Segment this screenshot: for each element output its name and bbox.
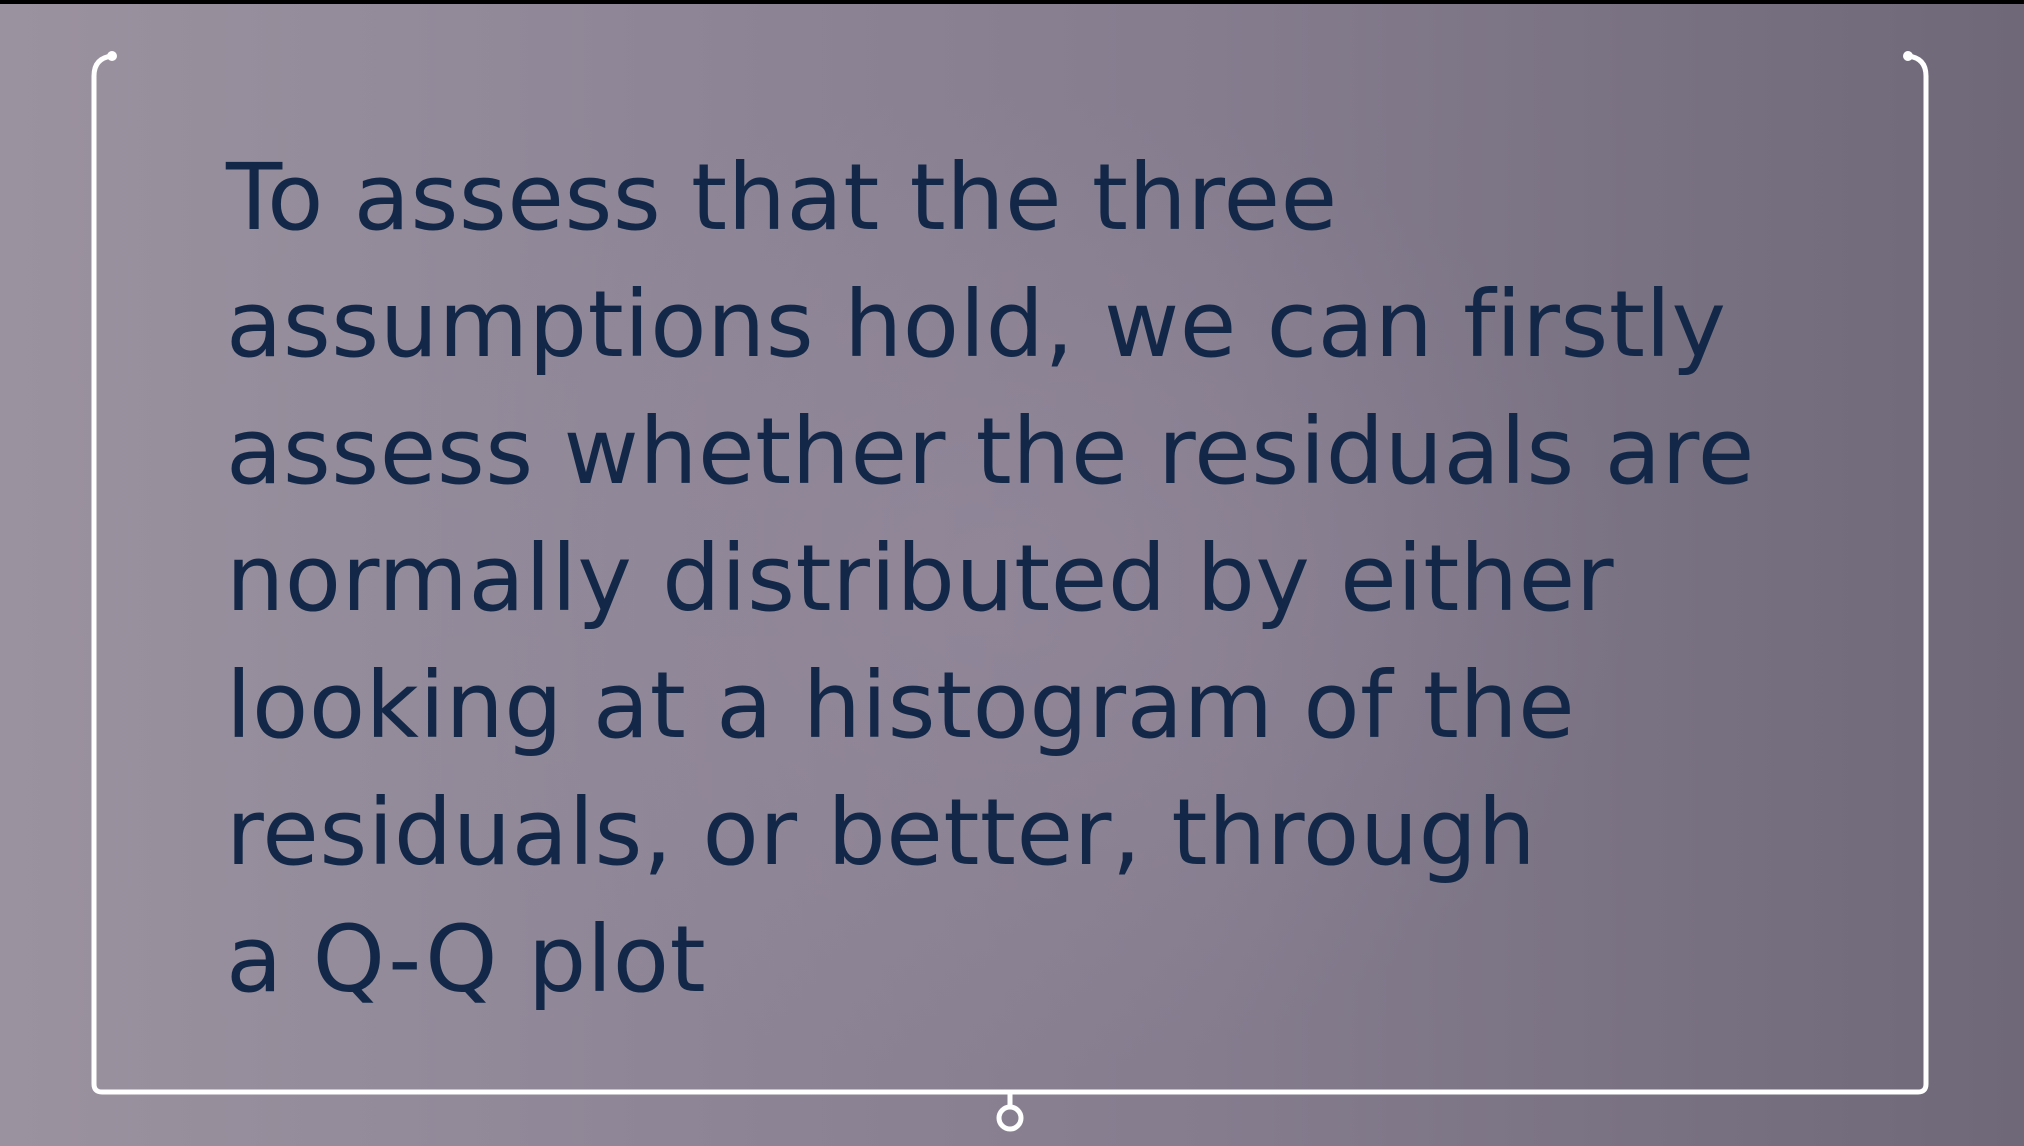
text-line-5: looking at a histogram of the xyxy=(226,652,1576,759)
text-line-6: residuals, or better, through xyxy=(226,779,1537,886)
slide-frame xyxy=(91,51,1929,1132)
frame-corner-dot-left xyxy=(107,51,117,61)
text-line-4: normally distributed by either xyxy=(226,525,1615,632)
text-line-2: assumptions hold, we can firstly xyxy=(226,271,1727,378)
frame-corner-dot-right xyxy=(1903,51,1913,61)
text-line-1: To assess that the three xyxy=(226,144,1338,251)
slide: To assess that the three assumptions hol… xyxy=(0,4,2024,1146)
slide-body-text: To assess that the three assumptions hol… xyxy=(226,134,1826,1023)
frame-connector-ring xyxy=(996,1104,1024,1132)
text-line-3: assess whether the residuals are xyxy=(226,398,1755,505)
text-line-7: a Q-Q plot xyxy=(226,906,707,1013)
